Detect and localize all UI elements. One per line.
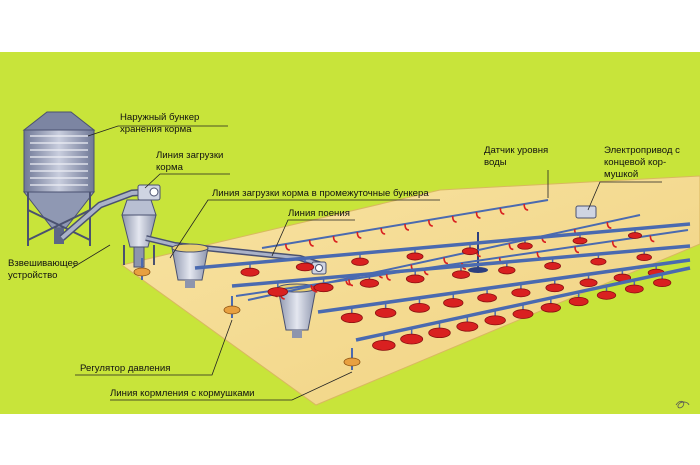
water-nipple [649, 235, 655, 243]
feeder-pan [517, 242, 533, 250]
label-electric-drive-3: мушкой [604, 169, 638, 180]
feeder-pan [428, 327, 451, 339]
water-nipple [443, 257, 449, 265]
callout-leader [87, 125, 228, 137]
feeder-pan [624, 284, 644, 294]
feeder-pan [359, 278, 380, 288]
motor-hub [315, 264, 323, 272]
label-weighing-2: устройство [8, 270, 57, 281]
label-electric-drive-1: Электропривод с [604, 145, 680, 156]
diagram-labels: Наружный бункер хранения корма Линия заг… [8, 112, 680, 399]
feeder-pan [461, 247, 479, 256]
callout-leader [75, 319, 233, 376]
feeder-pan [579, 278, 598, 288]
label-intermediate-loading: Линия загрузки корма в промежуточные бун… [212, 188, 429, 199]
water-nipple [285, 243, 290, 251]
water-nipple [348, 279, 354, 287]
feeder-pan [400, 333, 424, 345]
water-nipple [475, 211, 481, 219]
water-nipple [310, 284, 316, 292]
feeding-pipe [317, 258, 691, 314]
label-electric-drive-2: концевой кор- [604, 157, 666, 168]
water-nipple [451, 215, 457, 223]
callout-leader [587, 181, 662, 211]
feeder-pan [267, 287, 289, 297]
feeder-pan [406, 252, 424, 261]
feeder-pan [295, 262, 315, 272]
label-water-sensor-2: воды [484, 157, 507, 168]
feeder-pan [627, 232, 643, 239]
water-nipple [523, 203, 529, 211]
feeder-pan [405, 274, 425, 284]
intermediate-loading-pipe [145, 235, 323, 268]
feeder-pan [545, 283, 565, 293]
feeder-pan [313, 282, 334, 293]
water-nipple [428, 219, 433, 227]
feeder-pan [544, 262, 561, 270]
feeder-pan [456, 321, 479, 332]
water-nipple [404, 223, 410, 231]
water-nipple [508, 243, 514, 251]
callout-leader [169, 199, 440, 259]
feeder-pan [498, 266, 516, 275]
feeder-pan [409, 302, 430, 313]
label-pressure-regulator: Регулятор давления [80, 363, 170, 374]
feeder-pan [540, 303, 562, 313]
label-outer-bunker-2: хранения корма [120, 124, 192, 135]
water-nipple [606, 222, 612, 229]
feed-loading-auger [59, 184, 161, 241]
label-weighing-1: Взвешивающее [8, 258, 78, 269]
water-nipple [356, 231, 362, 239]
feeder-pan [477, 293, 497, 303]
signature-mark [675, 400, 690, 409]
water-nipple [308, 239, 314, 247]
callout-leader [71, 244, 111, 269]
feeder-pan [596, 290, 617, 300]
feeder-pan [590, 257, 607, 266]
water-nipple [380, 227, 386, 235]
water-nipple [332, 235, 338, 243]
feeder-pan [372, 339, 396, 351]
label-water-sensor-1: Датчик уровня [484, 145, 548, 156]
water-nipple [611, 240, 617, 248]
water-nipple [499, 207, 505, 215]
feeder-pan [340, 312, 363, 323]
feeder-pan [484, 315, 506, 326]
feeder-pan [351, 257, 369, 266]
label-feed-loading-2: корма [156, 162, 184, 173]
label-outer-bunker-1: Наружный бункер [120, 112, 199, 123]
feeder-pan [512, 309, 534, 319]
feeder-pan [452, 270, 470, 279]
water-nipple [385, 273, 391, 281]
feeder-pan [653, 278, 672, 287]
label-watering-line: Линия поения [288, 208, 350, 219]
callout-leader [271, 219, 355, 257]
water-level-sensor-base [468, 267, 488, 273]
outer-feed-silo [22, 111, 96, 246]
pressure-regulator [223, 305, 241, 315]
pressure-regulator [133, 267, 151, 277]
water-nipple [574, 246, 580, 254]
feeder-pan [636, 253, 652, 261]
electric-drive [575, 205, 597, 219]
callout-leader [144, 173, 230, 189]
feeder-pan [443, 298, 464, 308]
feeder-pan [511, 288, 531, 298]
label-feed-loading-1: Линия загрузки [156, 150, 223, 161]
feeder-pan [240, 267, 260, 277]
equipment-layer [71, 125, 691, 401]
callout-leader [110, 371, 353, 401]
pressure-regulator [343, 357, 361, 367]
label-feeding-line: Линия кормления с кормушками [110, 388, 255, 399]
feeder-pan [374, 307, 397, 318]
feeder-pan [568, 296, 589, 307]
intermediate-hopper [171, 243, 209, 288]
feeder-pan [572, 237, 588, 245]
feeding-pipe [194, 222, 691, 270]
